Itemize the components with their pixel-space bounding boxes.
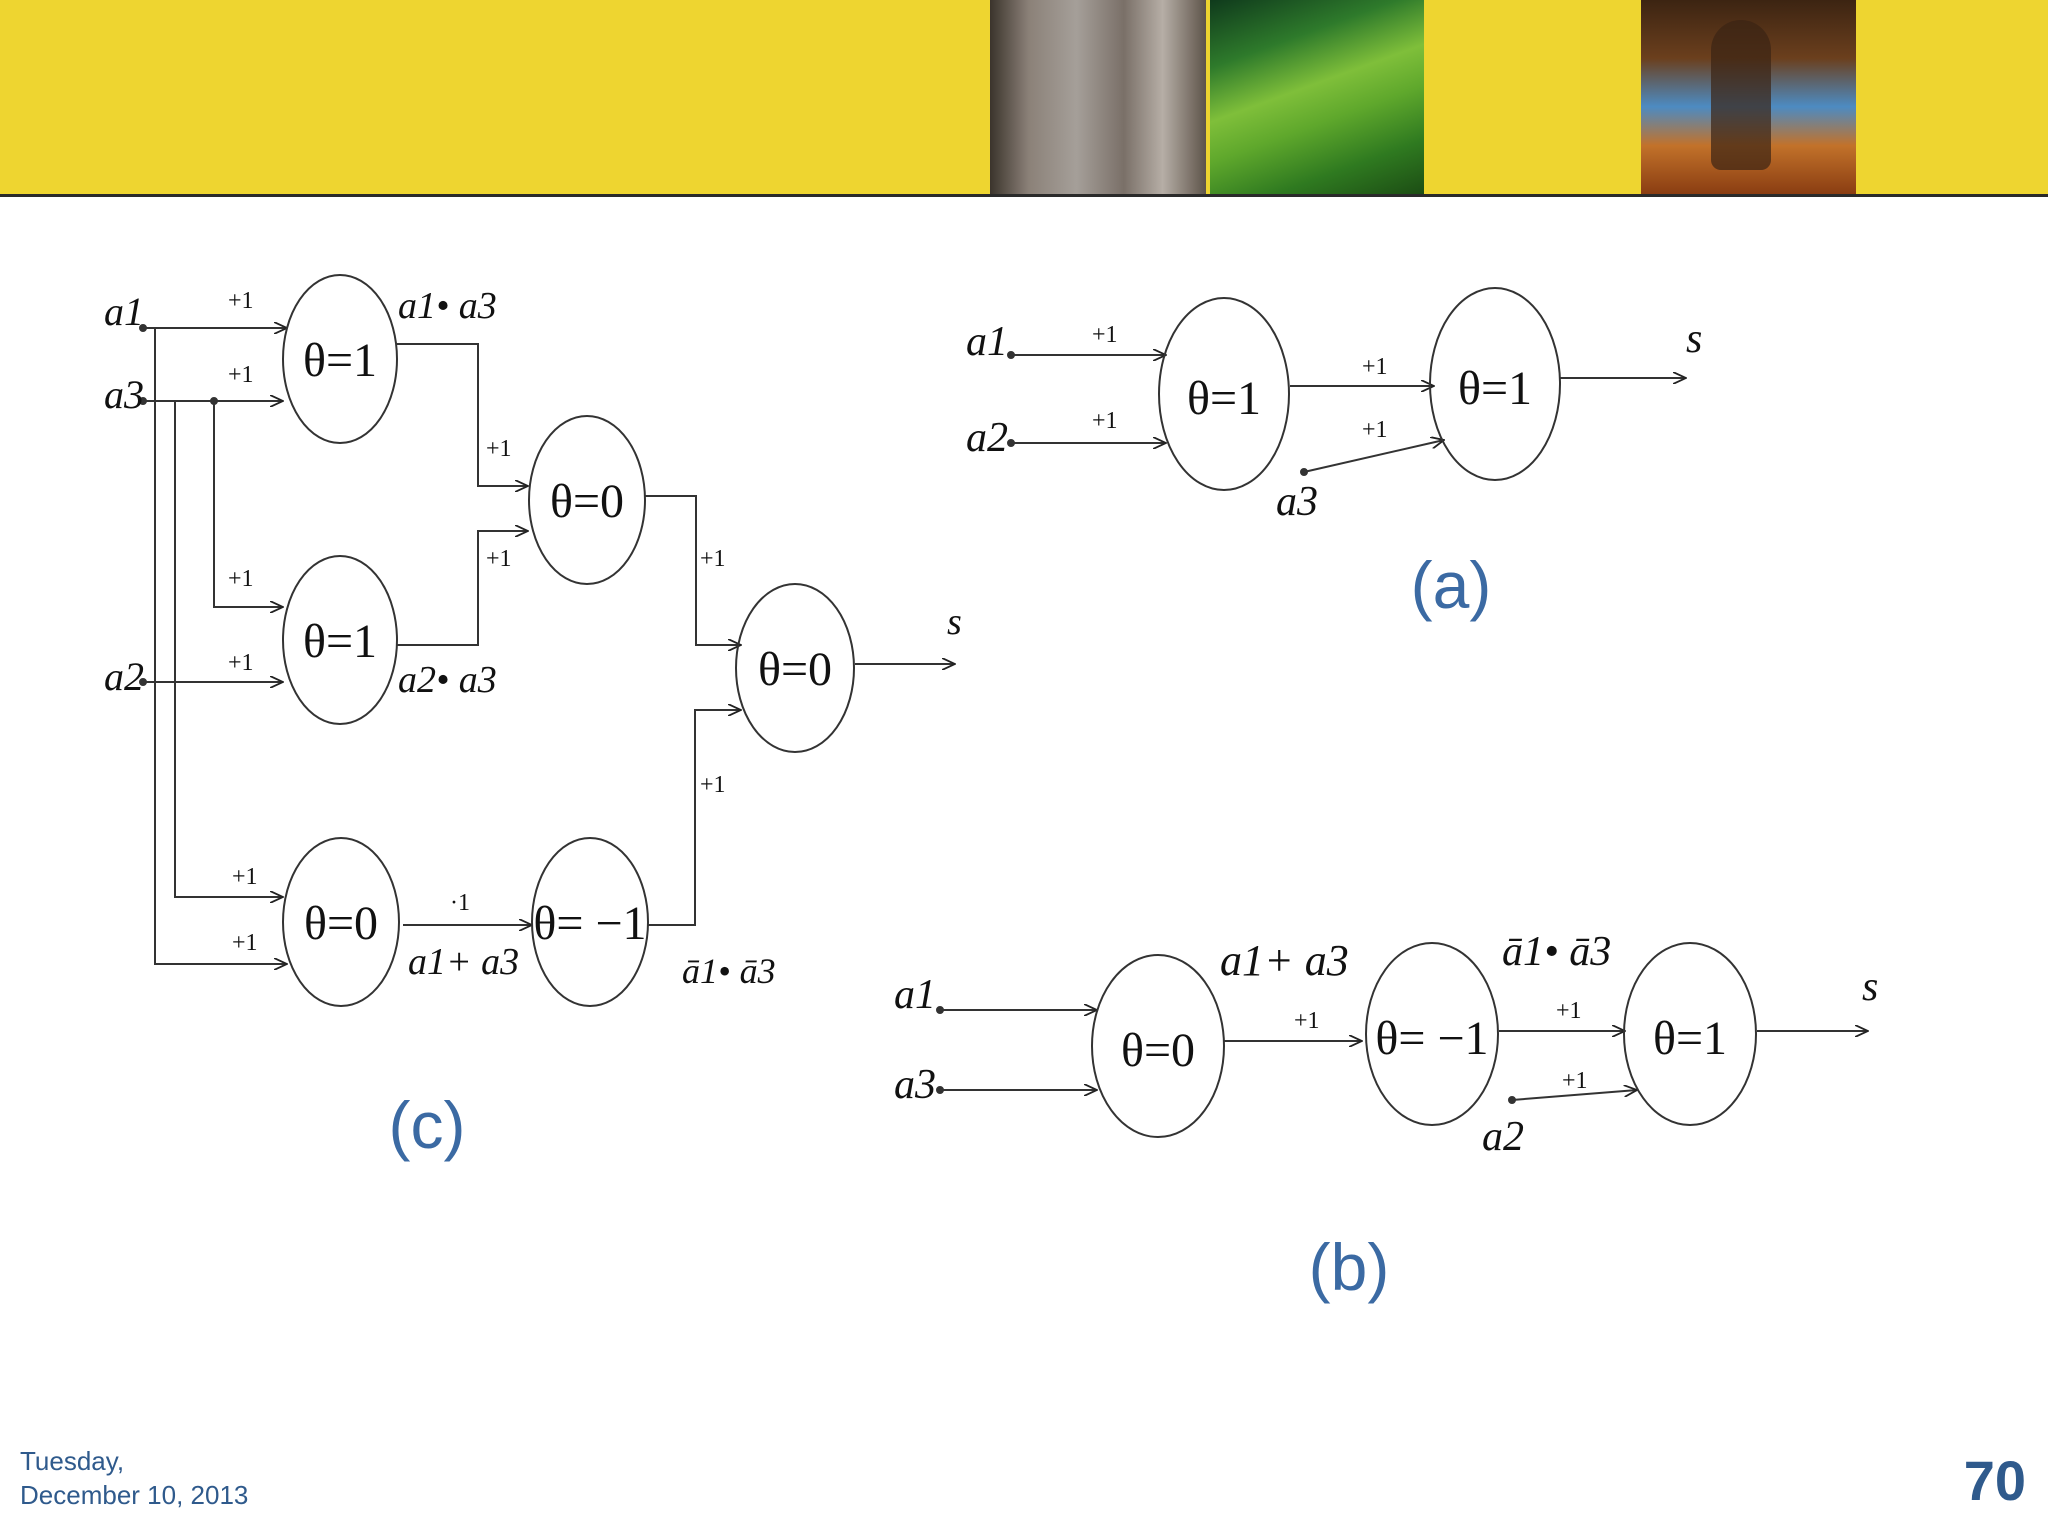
c-node-threshold: θ= −1 <box>533 897 646 950</box>
c-weight: +1 <box>700 546 726 572</box>
panel-label-c: (c) <box>389 1088 466 1162</box>
c-weight: +1 <box>228 362 254 388</box>
header-banner <box>0 0 2048 197</box>
date-full: December 10, 2013 <box>20 1480 249 1510</box>
diagram-c-text: a1 a3 a2 +1 +1 +1 +1 +1 +1 +1 +1 +1 +1 ·… <box>104 285 962 1162</box>
b-expr-not-a1-and-not-a3: ā1• ā3 <box>1502 929 1611 975</box>
c-expr-a2-and-a3: a2• a3 <box>398 659 497 701</box>
c-weight: +1 <box>232 930 258 956</box>
diagram-b <box>936 942 1868 1138</box>
b-input-a1: a1 <box>894 972 936 1018</box>
a-node-threshold: θ=1 <box>1187 372 1261 425</box>
a-node-threshold: θ=1 <box>1458 362 1532 415</box>
b-input-a3: a3 <box>894 1062 936 1108</box>
c-expr-a1-or-a3: a1+ a3 <box>408 941 519 983</box>
a-weight: +1 <box>1092 322 1118 348</box>
c-weight: ·1 <box>450 890 470 916</box>
diagram-b-text: a1 a3 a2 +1 +1 +1 θ=0 θ= −1 θ=1 a1+ a3 ā… <box>894 929 1878 1304</box>
b-weight: +1 <box>1562 1068 1588 1094</box>
a-weight: +1 <box>1362 354 1388 380</box>
panel-label-b: (b) <box>1309 1230 1390 1304</box>
c-input-a1: a1 <box>104 289 144 334</box>
c-node-threshold: θ=0 <box>304 897 378 950</box>
c-expr-not-a1-and-not-a3: ā1• ā3 <box>682 951 776 991</box>
c-weight: +1 <box>232 864 258 890</box>
slide-date: Tuesday, December 10, 2013 <box>20 1444 248 1512</box>
date-weekday: Tuesday, <box>20 1446 125 1476</box>
a-input-a2: a2 <box>966 415 1008 461</box>
c-input-a3: a3 <box>104 372 144 417</box>
diagram-a-text: a1 a2 a3 +1 +1 +1 +1 θ=1 θ=1 s (a) <box>966 316 1702 622</box>
c-weight: +1 <box>700 772 726 798</box>
forest-photo <box>990 0 1206 194</box>
diagram-a <box>1007 287 1686 491</box>
a-output-s: s <box>1686 316 1702 362</box>
c-node-threshold: θ=1 <box>303 615 377 668</box>
c-weight: +1 <box>228 288 254 314</box>
b-node-threshold: θ= −1 <box>1375 1012 1488 1065</box>
b-weight: +1 <box>1294 1008 1320 1034</box>
c-weight: +1 <box>486 436 512 462</box>
c-weight: +1 <box>486 546 512 572</box>
b-node-threshold: θ=0 <box>1121 1024 1195 1077</box>
c-node-threshold: θ=0 <box>758 643 832 696</box>
b-expr-a1-or-a3: a1+ a3 <box>1220 936 1349 985</box>
c-weight: +1 <box>228 650 254 676</box>
green-hills-photo <box>1210 0 1424 194</box>
c-node-threshold: θ=1 <box>303 334 377 387</box>
c-input-a2: a2 <box>104 654 144 699</box>
a-weight: +1 <box>1362 417 1388 443</box>
diagram-c <box>139 274 955 1007</box>
c-weight: +1 <box>228 566 254 592</box>
a-input-a3: a3 <box>1276 479 1318 525</box>
b-weight: +1 <box>1556 998 1582 1024</box>
c-output-s: s <box>947 601 962 643</box>
a-weight: +1 <box>1092 408 1118 434</box>
page-number: 70 <box>1963 1449 2026 1512</box>
tree-photo <box>1641 0 1856 194</box>
b-output-s: s <box>1862 964 1878 1010</box>
b-node-threshold: θ=1 <box>1653 1012 1727 1065</box>
b-input-a2: a2 <box>1482 1114 1524 1160</box>
c-expr-a1-and-a3: a1• a3 <box>398 285 497 327</box>
c-node-threshold: θ=0 <box>550 475 624 528</box>
a-input-a1: a1 <box>966 319 1008 365</box>
panel-label-a: (a) <box>1411 548 1492 622</box>
